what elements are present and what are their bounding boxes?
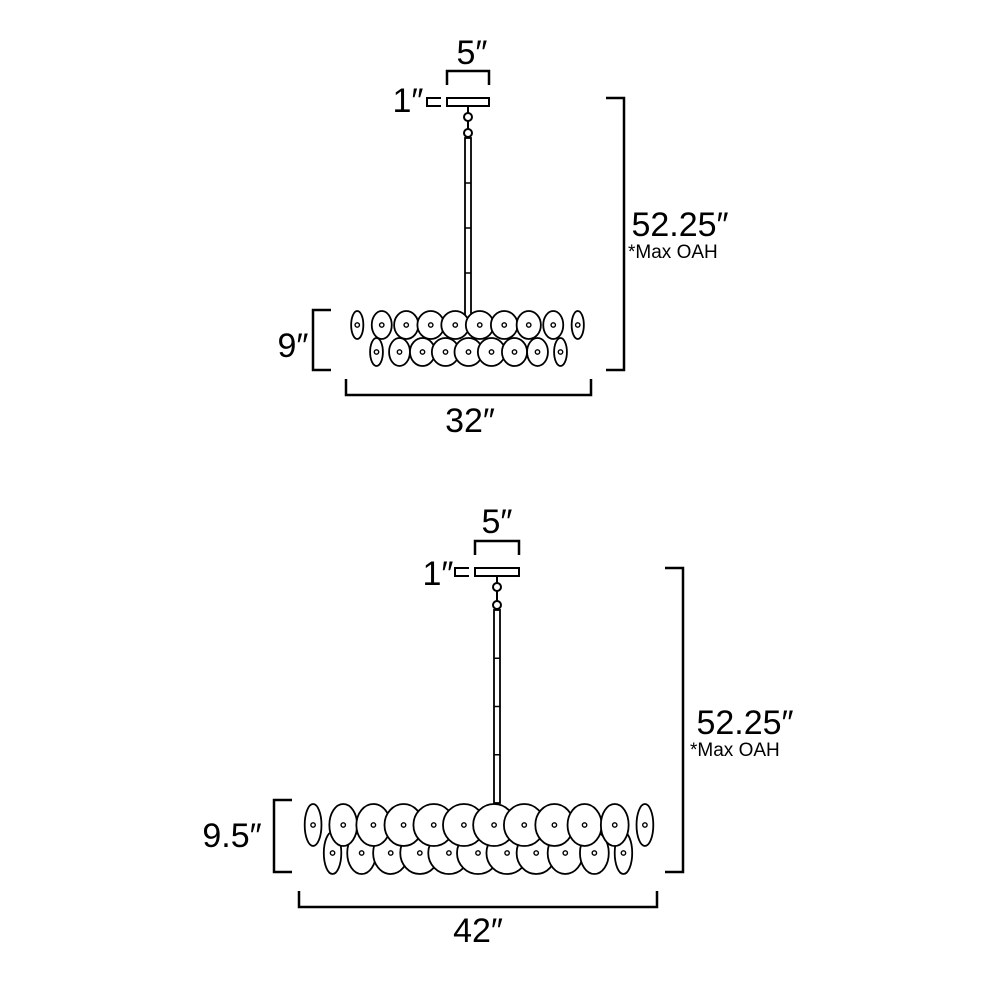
- disc-mount: [551, 822, 558, 828]
- disc-mount: [475, 850, 481, 856]
- disc-mount: [416, 850, 423, 856]
- disc-mount: [329, 850, 336, 856]
- disc-mount: [465, 349, 472, 355]
- glass-disc: [328, 803, 359, 847]
- disc-mount: [378, 322, 385, 328]
- disc-mount: [642, 822, 648, 828]
- disc-mount: [419, 349, 426, 355]
- disc-mount: [400, 822, 407, 828]
- chain-link: [492, 582, 502, 592]
- disc-mount: [358, 850, 365, 856]
- overall-height-label: 52.25″: [631, 206, 728, 244]
- disc-mount: [521, 822, 528, 828]
- disc-mount: [562, 850, 569, 856]
- chain-link: [463, 128, 473, 138]
- body-width-label: 32″: [445, 402, 495, 440]
- disc-mount: [620, 850, 627, 856]
- disc-mount: [452, 322, 459, 328]
- glass-disc: [515, 310, 542, 340]
- disc-mount: [427, 322, 434, 328]
- overall-height-bracket: [606, 96, 626, 372]
- disc-mount: [581, 822, 588, 828]
- disc-mount: [533, 850, 540, 856]
- disc-mount: [340, 822, 347, 828]
- disc-mount: [442, 349, 449, 355]
- canopy-height-bracket: [454, 567, 469, 577]
- canopy: [446, 97, 490, 107]
- overall-height-label: 52.25″: [696, 704, 793, 742]
- canopy: [474, 567, 520, 577]
- glass-disc: [570, 310, 585, 340]
- canopy-height-bracket: [426, 97, 441, 107]
- body-height-bracket: [272, 798, 292, 874]
- glass-disc: [542, 310, 565, 340]
- glass-disc: [501, 337, 528, 367]
- body-height-label: 9.5″: [202, 817, 261, 855]
- glass-disc: [464, 310, 495, 340]
- glass-disc: [635, 803, 655, 847]
- body-width-label: 42″: [453, 912, 503, 950]
- fixture-diagram-small: 5″ 1″ 52.25″*Max OAH 9″ 32″: [278, 34, 729, 440]
- disc-mount: [370, 822, 377, 828]
- canopy-width-label: 5″: [482, 503, 513, 541]
- overall-height-bracket: [665, 566, 685, 874]
- canopy-width-label: 5″: [457, 34, 488, 72]
- glass-disc: [489, 310, 519, 340]
- disc-mount: [591, 850, 598, 856]
- canopy-height-label: 1″: [423, 555, 454, 593]
- disc-mount: [446, 850, 452, 856]
- disc-mount: [611, 822, 618, 828]
- disc-mount: [403, 322, 410, 328]
- canopy-height-label: 1″: [393, 82, 424, 120]
- disc-mount: [476, 322, 483, 328]
- disc-mount: [504, 850, 510, 856]
- disc-mount: [354, 322, 361, 328]
- glass-disc: [526, 337, 549, 367]
- glass-disc: [599, 803, 630, 847]
- glass-disc: [553, 337, 568, 367]
- glass-disc: [350, 310, 365, 340]
- canopy-width-bracket: [445, 69, 491, 85]
- canopy-width-bracket: [473, 539, 521, 555]
- body-width-bracket: [297, 891, 659, 909]
- disc-mount: [534, 349, 541, 355]
- chain-link: [463, 112, 473, 122]
- body-height-bracket: [311, 308, 331, 372]
- glass-disc: [476, 337, 507, 367]
- disc-mount: [511, 349, 518, 355]
- disc-mount: [525, 322, 532, 328]
- disc-mount: [550, 322, 557, 328]
- disc-mount: [557, 349, 564, 355]
- glass-disc: [416, 310, 446, 340]
- disc-mount: [310, 822, 316, 828]
- glass-disc: [388, 337, 411, 367]
- body-width-bracket: [344, 379, 593, 397]
- disc-mount: [488, 349, 495, 355]
- glass-disc: [393, 310, 420, 340]
- glass-disc: [370, 310, 393, 340]
- disc-mount: [430, 822, 437, 828]
- glass-disc: [369, 337, 384, 367]
- fixture-diagram-large: 5″ 1″ 52.25″*Max OAH 9.5″ 42″: [202, 503, 793, 950]
- disc-mount: [396, 349, 403, 355]
- chain-link: [492, 600, 502, 610]
- overall-height-note: *Max OAH: [628, 242, 718, 263]
- disc-mount: [574, 322, 581, 328]
- glass-disc: [303, 803, 323, 847]
- disc-mount: [373, 349, 380, 355]
- disc-mount: [461, 822, 467, 828]
- disc-mount: [491, 822, 497, 828]
- disc-mount: [387, 850, 394, 856]
- disc-mount: [501, 322, 508, 328]
- overall-height-note: *Max OAH: [690, 740, 780, 761]
- body-height-label: 9″: [278, 327, 309, 365]
- glass-disc: [566, 803, 603, 847]
